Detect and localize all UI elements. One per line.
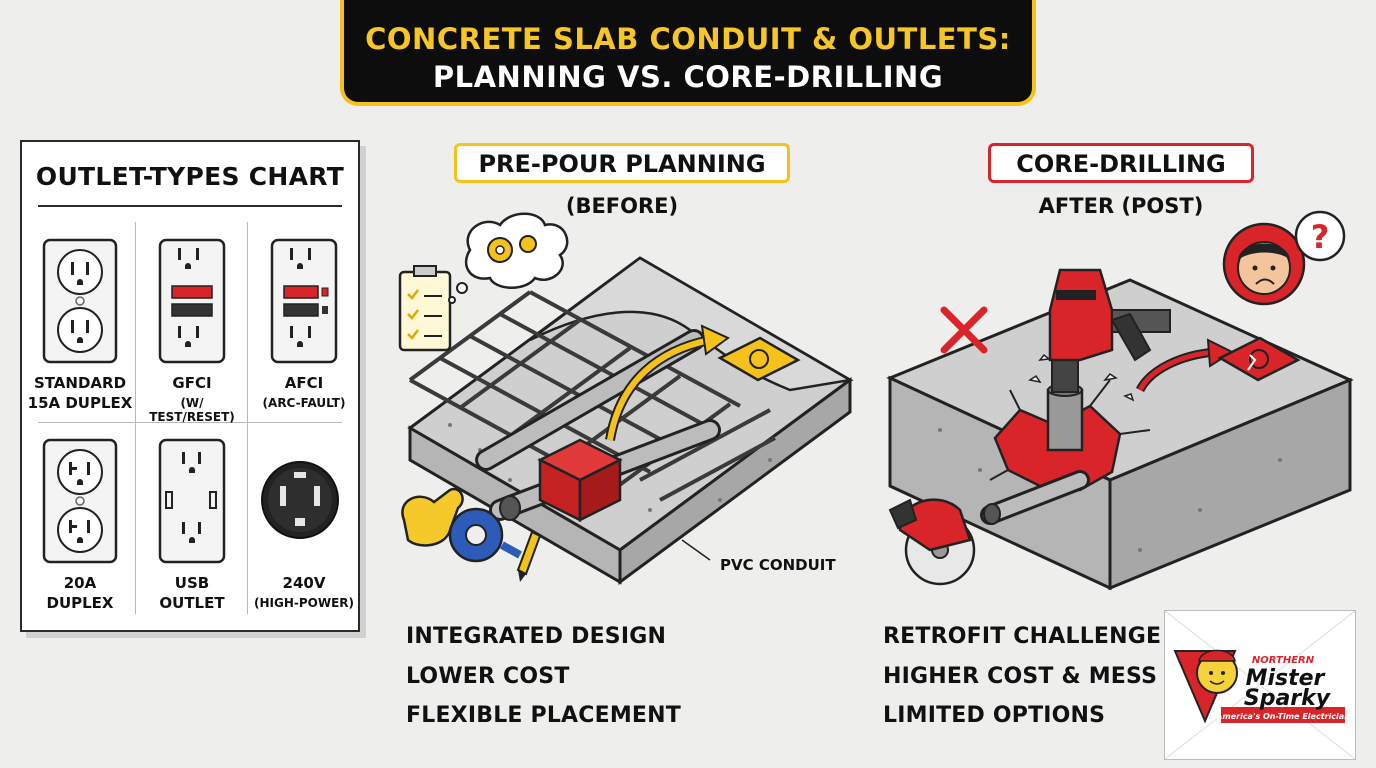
logo-icon: NORTHERN Mister Sparky America's On-Time…	[1164, 610, 1356, 760]
pre-pour-benefit: LOWER COST	[406, 664, 570, 689]
drill-icon	[1048, 268, 1171, 393]
20a-outlet-icon	[42, 438, 118, 564]
logo-tagline: America's On-Time Electrician	[1215, 712, 1350, 721]
standard-outlet-icon	[42, 238, 118, 364]
title-line-2: PLANNING VS. CORE-DRILLING	[432, 60, 944, 94]
outlet-label: 240V	[282, 574, 326, 592]
afci-outlet-icon	[270, 238, 338, 364]
hand-with-tape-icon	[401, 487, 522, 563]
core-drilling-drawback: RETROFIT CHALLENGE	[883, 624, 1162, 649]
clipboard-icon	[398, 265, 452, 352]
core-drilling-subheader: AFTER (POST)	[1038, 194, 1204, 218]
floor-outlet-icon	[717, 336, 801, 382]
core-drilling-illustration: ?	[886, 210, 1354, 591]
outlet-label: AFCI	[284, 374, 324, 392]
outlet-label: GFCI	[172, 374, 212, 392]
outlet-label: DUPLEX	[46, 594, 114, 612]
outlet-label: 15A DUPLEX	[27, 394, 133, 412]
core-drilling-drawback: HIGHER COST & MESS	[883, 664, 1158, 689]
grid-divider	[135, 222, 136, 614]
outlet-label: USB	[174, 574, 210, 592]
pre-pour-header: PRE-POUR PLANNING	[454, 143, 790, 183]
pre-pour-benefit: INTEGRATED DESIGN	[406, 624, 667, 649]
pencil-icon	[516, 530, 542, 582]
svg-text:?: ?	[1311, 218, 1330, 256]
outlet-afci: AFCI (ARC-FAULT)	[250, 238, 358, 434]
junction-box-icon	[537, 438, 623, 523]
debris-icon	[1028, 353, 1135, 402]
outlet-gfci: GFCI (W/ TEST/RESET)	[138, 238, 246, 434]
question-mark-icon: ?	[1294, 210, 1346, 262]
logo-brand-line2: Sparky	[1244, 686, 1332, 711]
outlet-label: (HIGH-POWER)	[253, 596, 355, 610]
240v-outlet-icon	[261, 461, 339, 539]
chart-title: OUTLET-TYPES CHART	[35, 162, 345, 191]
core-drilling-drawback: LIMITED OPTIONS	[883, 703, 1106, 728]
gears-thought-icon	[448, 212, 569, 304]
broken-outlet-icon	[1217, 336, 1301, 382]
circular-saw-icon	[888, 498, 976, 586]
core-drilling-header: CORE-DRILLING	[988, 143, 1254, 183]
outlet-label: OUTLET	[159, 594, 225, 612]
outlet-label: 20A	[63, 574, 97, 592]
mister-sparky-logo: NORTHERN Mister Sparky America's On-Time…	[1164, 610, 1356, 760]
outlet-20a: 20A DUPLEX	[26, 438, 134, 634]
worried-face-icon	[1222, 222, 1306, 306]
outlet-usb: USB OUTLET	[138, 438, 246, 634]
gfci-outlet-icon	[158, 238, 226, 364]
outlet-types-chart: OUTLET-TYPES CHART STANDARD 15A DUPLEX	[20, 140, 360, 632]
logo-brand-line1: Mister	[1246, 666, 1326, 691]
outlet-standard: STANDARD 15A DUPLEX	[26, 238, 134, 434]
grid-divider	[247, 222, 248, 614]
outlet-label: (W/ TEST/RESET)	[149, 396, 235, 424]
pre-pour-illustration	[398, 212, 854, 585]
logo-top-text: NORTHERN	[1252, 655, 1315, 666]
outlet-label: (ARC-FAULT)	[262, 396, 346, 410]
x-mark-icon	[940, 306, 988, 354]
pre-pour-subheader: (BEFORE)	[565, 194, 679, 218]
grid-divider	[38, 422, 342, 423]
title-banner: CONCRETE SLAB CONDUIT & OUTLETS: PLANNIN…	[340, 0, 1036, 106]
outlet-label: STANDARD	[33, 374, 127, 392]
pre-pour-benefit: FLEXIBLE PLACEMENT	[406, 703, 681, 728]
usb-outlet-icon	[158, 438, 226, 564]
title-line-1: CONCRETE SLAB CONDUIT & OUTLETS:	[365, 22, 1011, 56]
pvc-conduit-label: PVC CONDUIT	[720, 556, 836, 574]
outlet-240v: 240V (HIGH-POWER)	[250, 438, 358, 634]
chart-divider	[38, 205, 342, 207]
